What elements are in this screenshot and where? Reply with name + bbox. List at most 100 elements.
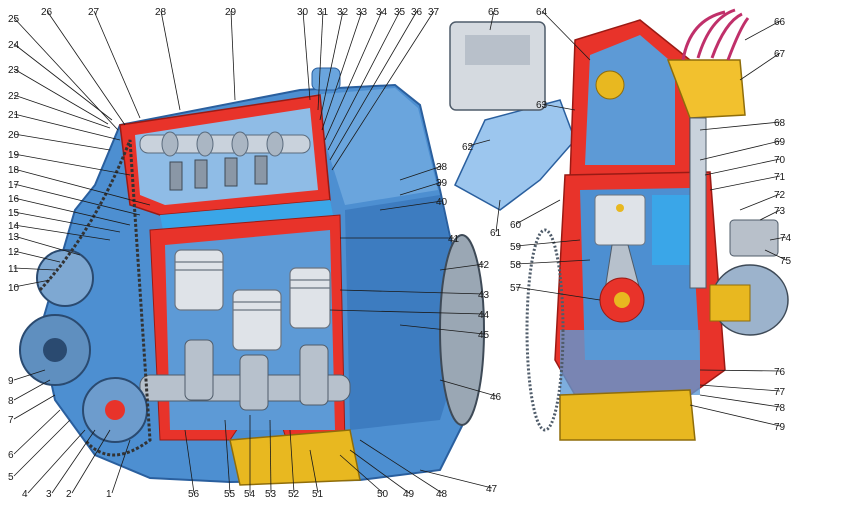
leader-line-5 — [13, 419, 71, 477]
leader-line-6 — [13, 409, 61, 455]
callout-label-28: 28 — [155, 7, 167, 18]
camshaft-cross — [595, 70, 625, 100]
callout-label-3: 3 — [46, 489, 52, 500]
callout-label-24: 24 — [8, 40, 20, 51]
callout-label-63: 63 — [536, 100, 548, 111]
callout-label-18: 18 — [8, 165, 20, 176]
callout-label-31: 31 — [317, 7, 329, 18]
leader-line-39 — [399, 181, 443, 196]
leader-line-65 — [489, 10, 495, 31]
leader-line-14 — [13, 224, 111, 241]
leader-line-51 — [309, 449, 319, 494]
callout-label-50: 50 — [377, 489, 389, 500]
leader-line-52 — [289, 429, 295, 494]
callout-label-68: 68 — [774, 118, 786, 129]
callout-label-37: 37 — [428, 7, 440, 18]
callout-label-23: 23 — [8, 65, 20, 76]
water-pump-pulley — [36, 249, 94, 307]
leader-line-16 — [13, 197, 131, 226]
callout-label-8: 8 — [8, 396, 14, 407]
callout-label-64: 64 — [536, 7, 548, 18]
leader-line-60 — [515, 199, 561, 225]
callout-label-66: 66 — [774, 17, 786, 28]
callout-label-56: 56 — [188, 489, 200, 500]
callout-label-47: 47 — [486, 484, 498, 495]
leader-line-53 — [269, 419, 272, 494]
leader-line-27 — [93, 10, 141, 119]
flywheel — [439, 234, 485, 426]
leader-line-71 — [709, 175, 781, 191]
timing-chain — [38, 139, 152, 457]
leader-line-24 — [13, 43, 113, 121]
leader-line-12 — [13, 250, 61, 263]
oil-pan — [229, 429, 361, 486]
pistons — [174, 249, 331, 351]
callout-label-74: 74 — [780, 233, 792, 244]
leader-line-61 — [495, 199, 501, 233]
callout-label-45: 45 — [478, 330, 490, 341]
callout-label-27: 27 — [88, 7, 100, 18]
leader-line-34 — [324, 10, 383, 141]
callout-label-11: 11 — [8, 264, 19, 275]
leader-line-79 — [689, 404, 781, 427]
callout-label-2: 2 — [66, 489, 72, 500]
callout-label-69: 69 — [774, 137, 786, 148]
leader-line-23 — [13, 68, 109, 125]
leader-line-49 — [349, 449, 410, 494]
leader-line-22 — [13, 94, 111, 129]
callout-label-79: 79 — [774, 422, 786, 433]
callout-label-36: 36 — [411, 7, 423, 18]
callout-label-65: 65 — [488, 7, 500, 18]
leader-line-33 — [321, 10, 363, 131]
fuel-pump — [729, 219, 779, 257]
callout-label-7: 7 — [8, 415, 14, 426]
callout-label-38: 38 — [436, 162, 448, 173]
right-engine-view — [449, 8, 789, 441]
leader-line-76 — [699, 369, 781, 372]
callout-label-67: 67 — [774, 49, 786, 60]
callout-label-30: 30 — [297, 7, 309, 18]
callout-label-53: 53 — [265, 489, 277, 500]
crankshaft — [139, 339, 351, 411]
leader-line-2 — [71, 429, 111, 494]
leader-line-55 — [224, 419, 231, 494]
leader-line-19 — [13, 153, 131, 176]
callout-label-33: 33 — [356, 7, 368, 18]
leader-line-63 — [541, 103, 576, 111]
callout-label-75: 75 — [780, 256, 792, 267]
leader-line-74 — [769, 236, 787, 241]
callout-label-72: 72 — [774, 190, 786, 201]
callout-label-6: 6 — [8, 450, 14, 461]
leader-line-9 — [13, 369, 46, 381]
leader-line-50 — [339, 454, 384, 494]
callout-label-57: 57 — [510, 283, 522, 294]
callout-label-5: 5 — [8, 472, 14, 483]
leader-line-17 — [13, 183, 141, 216]
callout-label-19: 19 — [8, 150, 20, 161]
oil-pan-cross — [559, 389, 696, 441]
leader-line-18 — [13, 168, 151, 206]
callout-label-26: 26 — [41, 7, 53, 18]
callout-label-70: 70 — [774, 155, 786, 166]
leader-line-46 — [439, 379, 497, 397]
callout-label-48: 48 — [436, 489, 448, 500]
leader-line-7 — [13, 394, 56, 420]
leader-line-30 — [302, 10, 311, 101]
callout-label-43: 43 — [478, 290, 490, 301]
leader-line-3 — [51, 429, 96, 494]
callout-label-44: 44 — [478, 310, 490, 321]
callout-label-54: 54 — [244, 489, 256, 500]
intake-manifold — [454, 99, 576, 211]
leader-line-70 — [704, 158, 781, 176]
valve-springs — [169, 155, 268, 191]
callout-label-78: 78 — [774, 403, 786, 414]
callout-label-29: 29 — [225, 7, 237, 18]
leader-line-38 — [399, 165, 443, 181]
callout-label-1: 1 — [106, 489, 112, 500]
callout-label-25: 25 — [8, 14, 20, 25]
callout-label-77: 77 — [774, 387, 786, 398]
leader-line-43 — [339, 289, 485, 295]
flywheel-edge — [525, 228, 565, 432]
leader-line-67 — [739, 52, 781, 81]
leader-line-44 — [329, 309, 485, 315]
